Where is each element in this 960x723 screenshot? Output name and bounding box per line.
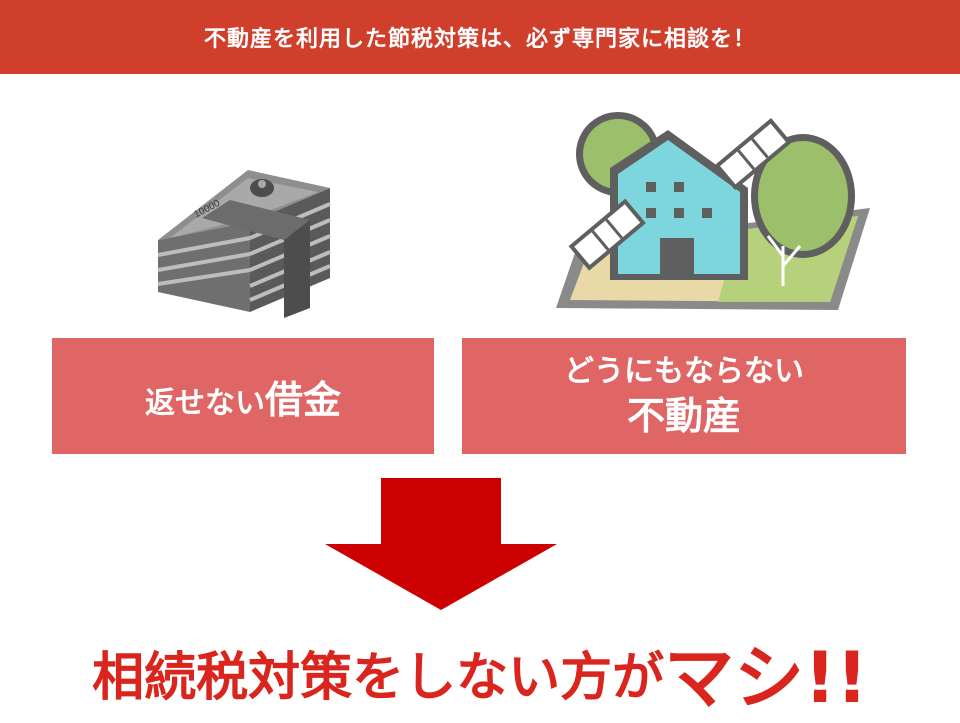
conclusion-prefix: 相続税対策をしない方が [92,647,665,708]
box-left-prefix: 返せない [144,385,265,421]
hopeless-real-estate-box: どうにもならない 不動産 [462,338,906,454]
conclusion-text: 相続税対策をしない方がマシ!! [0,624,960,720]
box-right-line1: どうにもならない [564,354,804,389]
box-right-line2: 不動産 [626,394,741,438]
box-left-main: 借金 [264,377,341,422]
conclusion-main: マシ!! [664,636,868,719]
banner-text: 不動産を利用した節税対策は、必ず専門家に相談を！ [203,27,756,52]
down-arrow-icon [325,478,557,610]
money-stack-icon: 10000 [157,170,331,318]
unpayable-debt-label: 返せない借金 [145,369,341,424]
unpayable-debt-box: 返せない借金 [52,338,434,454]
damaged-house-icon [556,112,870,310]
banner: 不動産を利用した節税対策は、必ず専門家に相談を！ [0,0,960,74]
